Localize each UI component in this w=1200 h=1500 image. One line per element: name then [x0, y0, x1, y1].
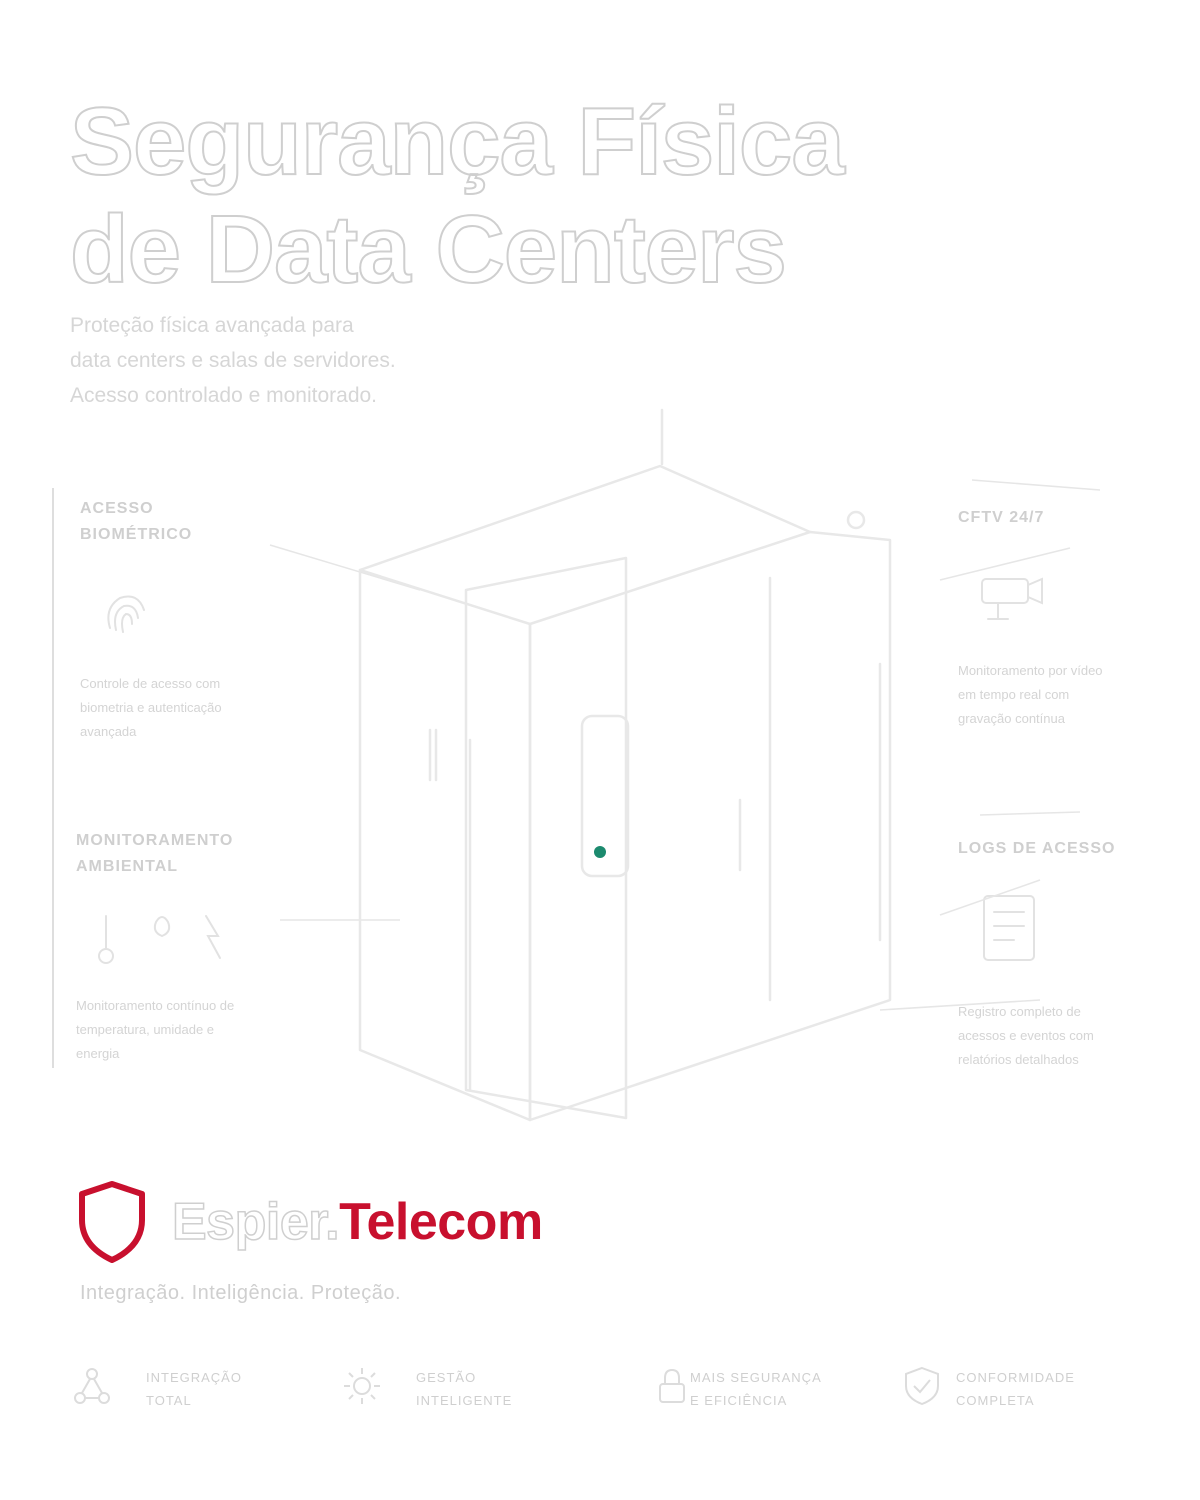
badge-integration: INTEGRAÇÃO TOTAL — [70, 1358, 340, 1418]
page-subtitle: Proteção física avançada para data cente… — [70, 308, 590, 413]
network-icon — [74, 1368, 110, 1404]
door-status-led — [594, 846, 606, 858]
brand-name: Espier.Telecom — [171, 1192, 543, 1252]
feature-desc: Monitoramento contínuo de temperatura, u… — [76, 998, 235, 1061]
feature-environment: MONITORAMENTO AMBIENTAL Monitoramento co… — [76, 828, 316, 1066]
feature-label: CFTV 24/7 — [958, 509, 1045, 526]
feature-desc: Controle de acesso com biometria e auten… — [80, 676, 222, 739]
gear-icon — [344, 1368, 380, 1404]
feature-logs: LOGS DE ACESSO Registro completo de aces… — [958, 836, 1158, 1072]
brand-name-part-2: Telecom — [339, 1193, 543, 1251]
thermometer-icon — [98, 915, 221, 964]
feature-biometric: ACESSO BIOMÉTRICO Controle de acesso com… — [80, 496, 310, 744]
brand-block: Espier.Telecom — [76, 1176, 776, 1266]
feature-desc: Monitoramento por vídeo em tempo real co… — [958, 663, 1103, 726]
brand-name-part-1: Espier. — [171, 1192, 340, 1252]
left-divider — [52, 488, 54, 1068]
subtitle-line: data centers e salas de servidores. — [70, 349, 396, 372]
list-icon — [983, 895, 1035, 961]
feature-label: ACESSO BIOMÉTRICO — [80, 500, 193, 543]
shield-icon — [79, 1181, 145, 1263]
page-title-line-1: Segurança Física — [69, 87, 846, 196]
lock-icon — [659, 1368, 685, 1403]
subtitle-line: Proteção física avançada para — [70, 314, 354, 337]
feature-label: LOGS DE ACESSO — [958, 840, 1116, 857]
brand-tagline: Integração. Inteligência. Proteção. — [80, 1282, 402, 1304]
subtitle-line: Acesso controlado e monitorado. — [70, 384, 378, 407]
feature-desc: Registro completo de acessos e eventos c… — [958, 1004, 1094, 1067]
badge-management: GESTÃO INTELIGENTE — [340, 1358, 610, 1418]
datacenter-room-illustration — [358, 408, 892, 1122]
fingerprint-icon — [107, 595, 145, 633]
page-title-line-2: de Data Centers — [69, 195, 788, 304]
feature-label: MONITORAMENTO AMBIENTAL — [76, 832, 234, 875]
page-title: Segurança Física de Data Centers — [69, 87, 890, 304]
camera-icon — [981, 577, 1043, 620]
check-shield-icon — [905, 1366, 939, 1406]
badge-compliance: CONFORMIDADE COMPLETA — [900, 1358, 1170, 1418]
badge-security: MAIS SEGURANÇA E EFICIÊNCIA — [650, 1358, 920, 1418]
badge-row: INTEGRAÇÃO TOTAL GESTÃO INTELIGENTE MAIS… — [70, 1358, 1150, 1418]
feature-cftv: CFTV 24/7 Monitoramento por vídeo em tem… — [958, 505, 1158, 731]
